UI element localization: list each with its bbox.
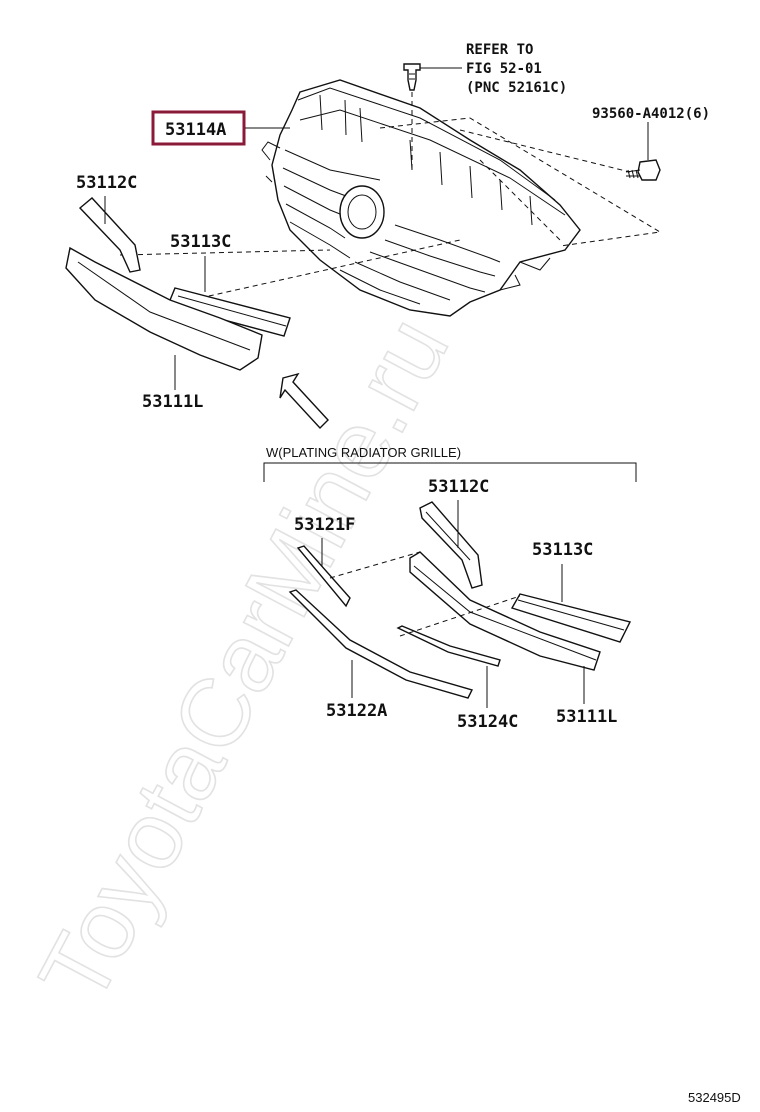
grille-assembly[interactable] [261, 79, 581, 317]
part-label-53111L-top[interactable]: 53111L [142, 392, 203, 412]
part-label-93560-A4012[interactable]: 93560-A4012(6) [592, 106, 710, 122]
part-label-53113C-top[interactable]: 53113C [170, 232, 231, 252]
part-53111L-top-shape[interactable] [65, 246, 263, 371]
screw-icon[interactable] [625, 159, 661, 181]
part-53113C-top-shape[interactable] [167, 287, 291, 337]
watermark-text: ToyotaCarMine.ru [19, 301, 469, 1020]
part-53113C-sub-shape[interactable] [510, 593, 632, 643]
part-53121F-shape[interactable] [296, 545, 351, 608]
part-highlight-box [151, 110, 246, 146]
part-label-53122A[interactable]: 53122A [326, 701, 387, 721]
refer-note-line2: FIG 52-01 [466, 61, 542, 77]
part-53122A-shape[interactable] [288, 589, 474, 699]
part-label-53113C-sub[interactable]: 53113C [532, 540, 593, 560]
refer-note-line3[interactable]: (PNC 52161C) [466, 80, 567, 96]
clip-icon[interactable] [403, 63, 421, 91]
figure-code: 532495D [688, 1090, 741, 1105]
part-label-53112C-top[interactable]: 53112C [76, 173, 137, 193]
part-53124C-shape[interactable] [396, 625, 501, 667]
refer-note-line1: REFER TO [466, 42, 533, 58]
arrow-icon [279, 372, 329, 430]
part-label-53114A[interactable]: 53114A [165, 120, 226, 140]
part-label-53111L-sub[interactable]: 53111L [556, 707, 617, 727]
part-label-53112C-sub[interactable]: 53112C [428, 477, 489, 497]
part-label-53124C[interactable]: 53124C [457, 712, 518, 732]
part-53112C-sub-shape[interactable] [419, 501, 483, 589]
part-label-53121F[interactable]: 53121F [294, 515, 355, 535]
part-53112C-top-shape[interactable] [78, 197, 141, 273]
variant-label: W(PLATING RADIATOR GRILLE) [266, 445, 461, 460]
part-53111L-sub-shape[interactable] [409, 551, 601, 671]
